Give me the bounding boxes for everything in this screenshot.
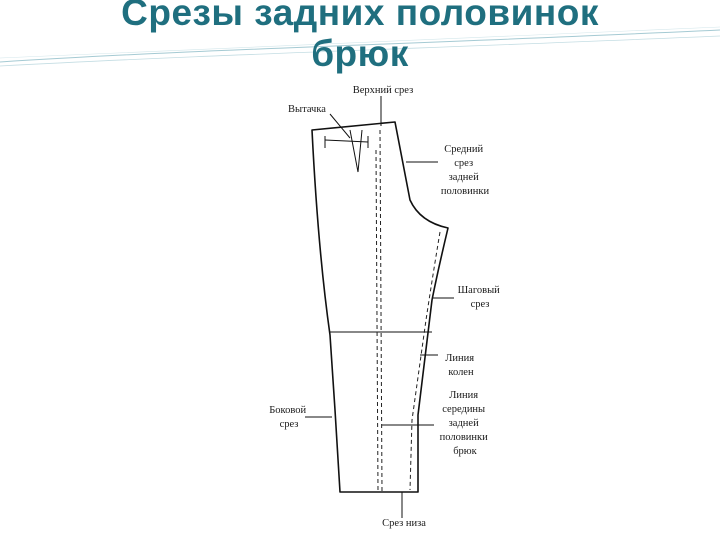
dart-label: Вытачка xyxy=(288,104,326,115)
dart xyxy=(349,129,363,173)
center-seam-label-line-4: половинки xyxy=(441,186,490,197)
center-line-label-line-3: задней xyxy=(449,418,479,429)
center-line xyxy=(379,129,383,493)
slide-title-line-1: Срезы задних половинок xyxy=(121,0,599,33)
center-seam-label-line-3: задней xyxy=(449,172,479,183)
side-seam-label-line-1: Боковой xyxy=(269,405,306,416)
inseam-label-line-2: срез xyxy=(471,299,490,310)
center-seam-label-line-2: срез xyxy=(454,158,473,169)
decorative-swoosh xyxy=(0,26,720,67)
center-line-label-line-1: Линия xyxy=(449,390,478,401)
side-seam-label: Боковой срез xyxy=(269,405,308,430)
center-seam-label: Средний срез задней половинки xyxy=(441,144,490,197)
center-line-label-line-4: половинки xyxy=(440,432,489,443)
center-line-2 xyxy=(375,149,379,493)
waist-mark xyxy=(324,139,369,143)
side-seam-label-line-2: срез xyxy=(280,419,299,430)
knee-line-label-line-1: Линия xyxy=(445,353,474,364)
knee-line-label: Линия колен xyxy=(445,353,476,378)
dart-pointer xyxy=(329,113,351,139)
top-edge-label: Верхний срез xyxy=(353,85,414,96)
center-seam-label-line-1: Средний xyxy=(444,144,483,155)
slide-title-line-2: брюк xyxy=(311,33,409,74)
center-line-label-line-2: середины xyxy=(442,404,485,415)
pattern-outline xyxy=(311,121,449,493)
knee-line-label-line-2: колен xyxy=(448,367,474,378)
center-line-label-line-5: брюк xyxy=(453,446,477,457)
center-line-label: Линия середины задней половинки брюк xyxy=(440,390,491,457)
inseam-label-line-1: Шаговый xyxy=(458,285,501,296)
inseam-label: Шаговый срез xyxy=(458,285,503,310)
hem-label: Срез низа xyxy=(382,518,426,529)
